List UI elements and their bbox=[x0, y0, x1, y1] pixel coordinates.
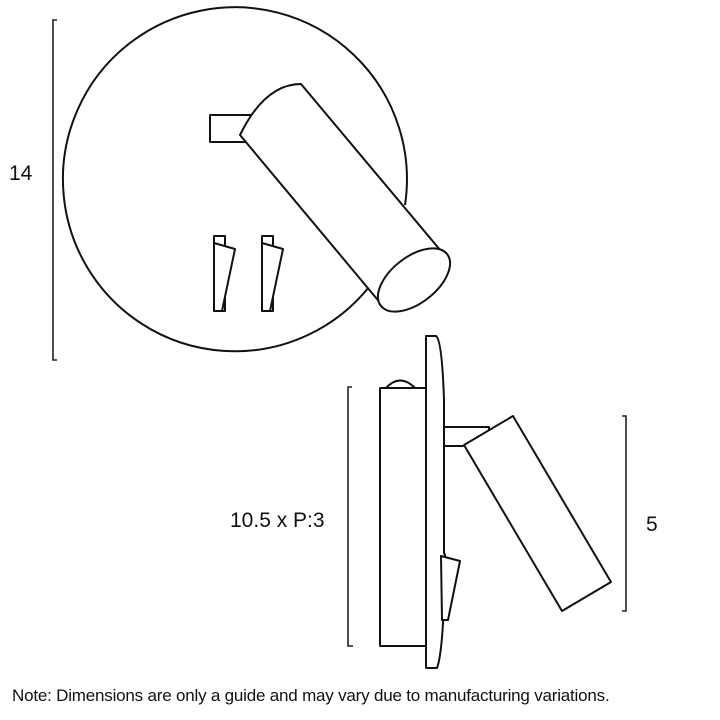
body-top-dome bbox=[385, 379, 416, 389]
side-view bbox=[347, 335, 627, 669]
side-arm-label: 5 bbox=[646, 513, 658, 536]
front-view bbox=[52, 6, 451, 361]
side-lamp-head bbox=[463, 415, 612, 612]
side-depth-dimension-bracket bbox=[347, 386, 353, 647]
side-body bbox=[379, 387, 427, 647]
lamp-head-cylinder bbox=[239, 83, 451, 313]
front-height-label: 14 bbox=[9, 162, 33, 185]
backplate-profile bbox=[425, 335, 446, 669]
rocker-switch-left bbox=[213, 235, 236, 312]
side-depth-label: 10.5 x P:3 bbox=[230, 509, 325, 532]
front-height-dimension-bracket bbox=[52, 19, 57, 361]
round-backplate bbox=[61, 6, 408, 353]
lamp-lens bbox=[377, 247, 451, 313]
rocker-switch-right bbox=[261, 235, 284, 312]
side-rocker-switch bbox=[440, 555, 461, 621]
side-arm-dimension-bracket bbox=[622, 415, 627, 612]
dimensions-disclaimer-note: Note: Dimensions are only a guide and ma… bbox=[12, 686, 610, 705]
